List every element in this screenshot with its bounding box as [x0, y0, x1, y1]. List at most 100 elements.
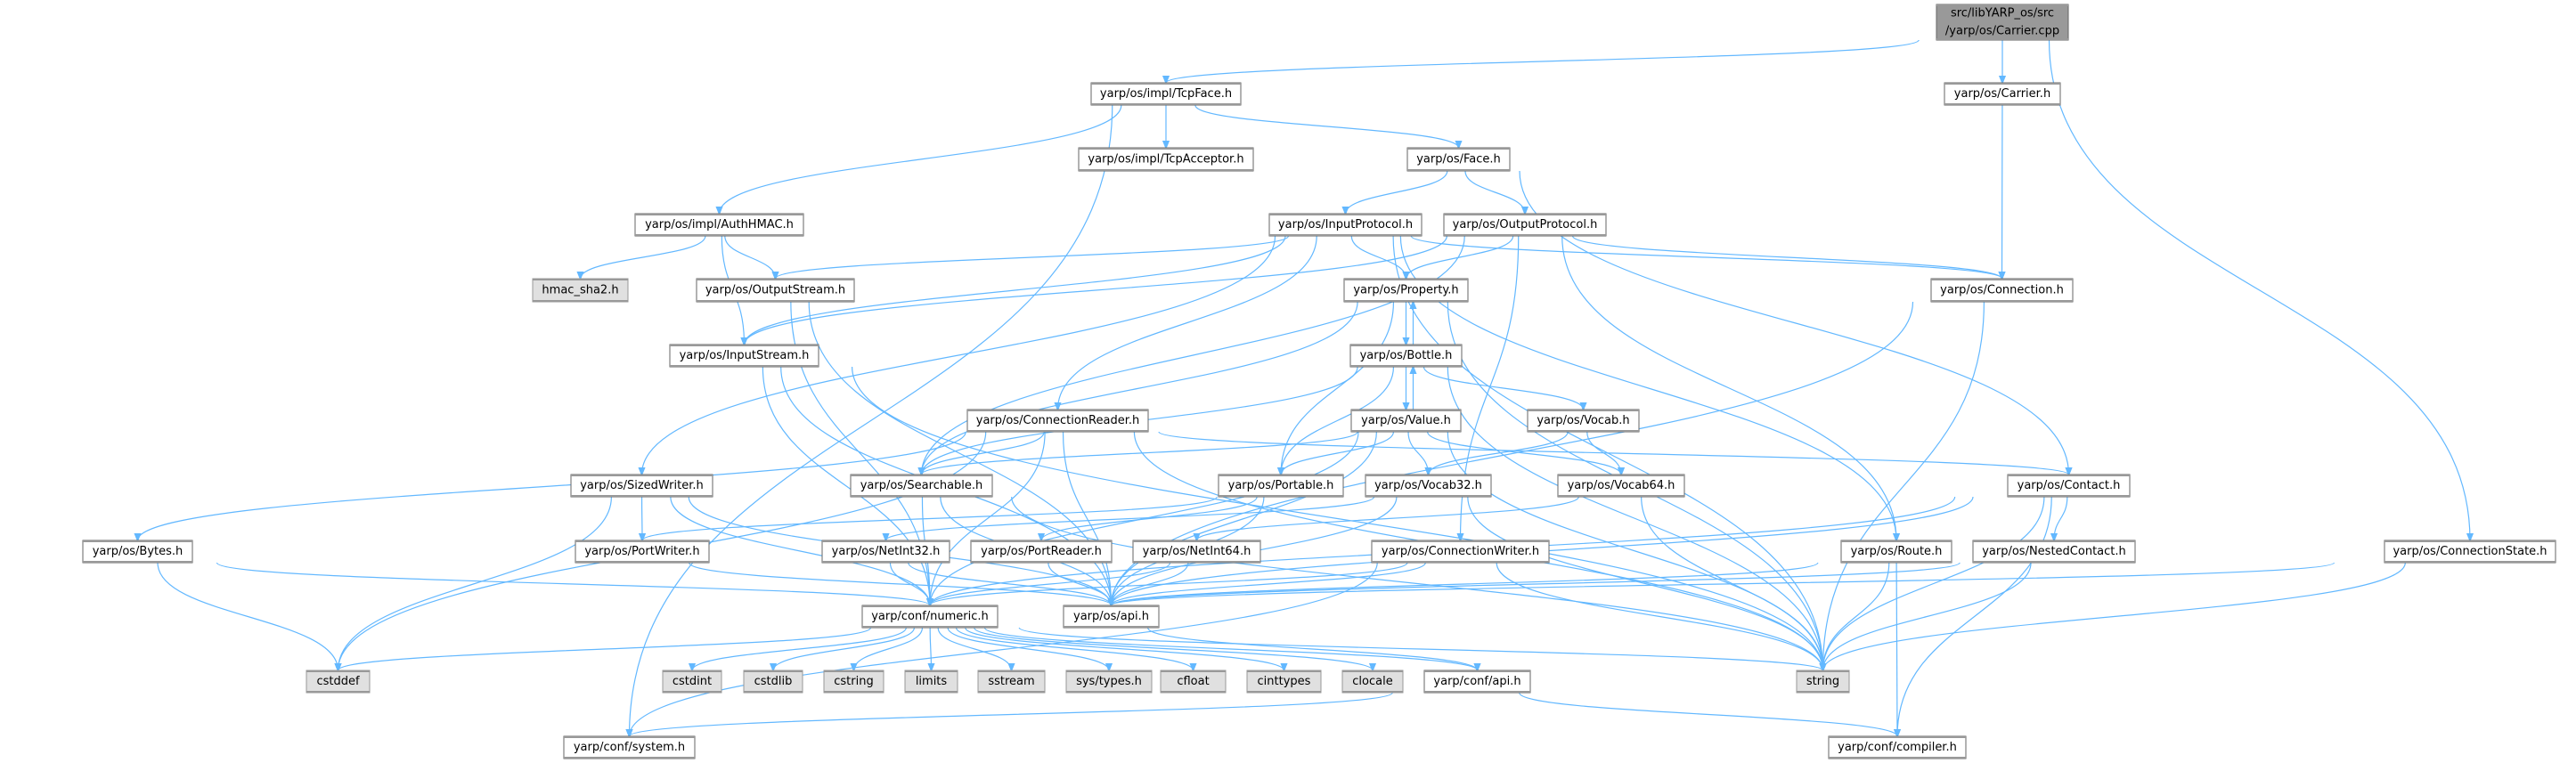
edge-vocab-to-vocab32 [1429, 431, 1569, 475]
node-label: cstdlib [754, 675, 793, 688]
edge-route-to-compiler [1896, 562, 1897, 736]
node-sizedwriter[interactable]: yarp/os/SizedWriter.h [570, 474, 713, 498]
node-cstdint[interactable]: cstdint [662, 670, 722, 694]
node-vocab[interactable]: yarp/os/Vocab.h [1527, 409, 1640, 433]
node-box [1350, 409, 1462, 433]
node-systypes[interactable]: sys/types.h [1065, 670, 1153, 694]
node-label: limits [916, 675, 948, 688]
node-portwriter[interactable]: yarp/os/PortWriter.h [575, 540, 710, 564]
node-portreader[interactable]: yarp/os/PortReader.h [970, 540, 1113, 564]
node-property[interactable]: yarp/os/Property.h [1343, 278, 1469, 303]
node-shadow [2008, 475, 2130, 497]
node-cstring[interactable]: cstring [823, 670, 884, 694]
node-hmac[interactable]: hmac_sha2.h [532, 278, 629, 303]
node-label: yarp/os/impl/TcpAcceptor.h [1088, 153, 1243, 166]
node-shadow [1351, 410, 1461, 432]
node-shadow [1133, 540, 1260, 563]
node-inputstream[interactable]: yarp/os/InputStream.h [669, 344, 819, 368]
edge-numeric-to-cstdlib [773, 627, 915, 670]
node-label: cfloat [1177, 675, 1209, 688]
node-shadow [1528, 410, 1639, 432]
node-shadow [851, 475, 992, 497]
node-authhmac[interactable]: yarp/os/impl/AuthHMAC.h [634, 213, 804, 237]
node-confapi[interactable]: yarp/conf/api.h [1423, 670, 1531, 694]
edge-connectionwriter-to-system [630, 562, 1378, 736]
edge-outputprotocol-to-inputstream [745, 235, 1447, 345]
node-carrierh[interactable]: yarp/os/Carrier.h [1944, 82, 2061, 106]
node-shadow [1558, 475, 1684, 497]
node-tcpacceptor[interactable]: yarp/os/impl/TcpAcceptor.h [1078, 147, 1254, 172]
node-vocab32[interactable]: yarp/os/Vocab32.h [1365, 474, 1492, 498]
node-root[interactable]: src/libYARP_os/src/yarp/os/Carrier.cpp [1936, 4, 2069, 41]
node-cstdlib[interactable]: cstdlib [743, 670, 803, 694]
edge-connectionstate-to-osapi [1112, 562, 2336, 605]
node-shadow [1091, 83, 1241, 105]
node-shadow [1247, 670, 1321, 693]
node-shadow [575, 540, 709, 563]
node-connectionwriter[interactable]: yarp/os/ConnectionWriter.h [1371, 540, 1550, 564]
node-outputprotocol[interactable]: yarp/os/OutputProtocol.h [1443, 213, 1607, 237]
node-nestedcontact[interactable]: yarp/os/NestedContact.h [1972, 540, 2136, 564]
node-shadow [971, 540, 1112, 563]
node-shadow [1066, 670, 1152, 693]
node-vocab64[interactable]: yarp/os/Vocab64.h [1557, 474, 1685, 498]
node-shadow [1424, 670, 1530, 693]
node-contact[interactable]: yarp/os/Contact.h [2007, 474, 2131, 498]
edge-contact-to-nestedcontact [2054, 496, 2068, 540]
edge-numeric-to-cstring [854, 627, 924, 670]
node-inputprotocol[interactable]: yarp/os/InputProtocol.h [1268, 213, 1423, 237]
node-connection[interactable]: yarp/os/Connection.h [1930, 278, 2074, 303]
node-route[interactable]: yarp/os/Route.h [1840, 540, 1952, 564]
node-shadow [1344, 279, 1468, 302]
edge-inputprotocol-to-outputstream [776, 235, 1290, 279]
node-netint64[interactable]: yarp/os/NetInt64.h [1132, 540, 1261, 564]
node-face[interactable]: yarp/os/Face.h [1406, 147, 1511, 172]
node-sstream[interactable]: sstream [977, 670, 1046, 694]
edge-numeric-to-systypes [947, 627, 1109, 670]
edge-connectionstate-to-string [1823, 562, 2406, 670]
node-tcpface[interactable]: yarp/os/impl/TcpFace.h [1090, 82, 1242, 106]
node-bottle[interactable]: yarp/os/Bottle.h [1349, 344, 1463, 368]
node-box [850, 474, 993, 498]
edge-face-to-inputprotocol [1346, 170, 1448, 214]
edge-connectionreader-to-bytes [138, 431, 966, 540]
node-shadow [1829, 736, 1966, 759]
edge-connection-to-string [1823, 301, 1985, 670]
edge-value-to-portable [1281, 431, 1395, 475]
node-label: yarp/os/NestedContact.h [1982, 545, 2126, 558]
node-connectionreader[interactable]: yarp/os/ConnectionReader.h [966, 409, 1149, 433]
edge-portable-to-portwriter [642, 496, 1218, 540]
edge-tcpface-to-face [1194, 104, 1459, 148]
node-value[interactable]: yarp/os/Value.h [1350, 409, 1462, 433]
node-shadow [744, 670, 803, 693]
edge-searchable-to-string [1011, 496, 1823, 670]
edge-nestedcontact-to-string [1823, 562, 2032, 670]
node-limits[interactable]: limits [904, 670, 958, 694]
node-cinttypes[interactable]: cinttypes [1246, 670, 1322, 694]
node-osapi[interactable]: yarp/os/api.h [1063, 605, 1160, 629]
node-shadow [1444, 214, 1606, 236]
node-clocale[interactable]: clocale [1341, 670, 1404, 694]
edge-face-to-outputprotocol [1464, 170, 1525, 214]
node-label: sstream [988, 675, 1034, 688]
node-portable[interactable]: yarp/os/Portable.h [1218, 474, 1344, 498]
edge-bottle-to-portable [1281, 366, 1395, 475]
node-connectionstate[interactable]: yarp/os/ConnectionState.h [2384, 540, 2556, 564]
node-label: cstring [834, 675, 873, 688]
node-netint32[interactable]: yarp/os/NetInt32.h [821, 540, 950, 564]
edge-inputprotocol-to-connectionreader [1058, 235, 1317, 410]
edge-confapi-to-compiler [1519, 692, 1897, 736]
node-cstddef[interactable]: cstddef [306, 670, 371, 694]
node-bytes[interactable]: yarp/os/Bytes.h [82, 540, 193, 564]
node-shadow [83, 540, 192, 563]
node-outputstream[interactable]: yarp/os/OutputStream.h [696, 278, 855, 303]
node-cfloat[interactable]: cfloat [1160, 670, 1227, 694]
node-string[interactable]: string [1796, 670, 1850, 694]
node-shadow [1342, 670, 1403, 693]
edge-confapi-to-system [630, 692, 1393, 736]
node-numeric[interactable]: yarp/conf/numeric.h [861, 605, 999, 629]
node-system[interactable]: yarp/conf/system.h [563, 735, 696, 759]
node-searchable[interactable]: yarp/os/Searchable.h [850, 474, 993, 498]
node-compiler[interactable]: yarp/conf/compiler.h [1828, 735, 1967, 759]
edge-outputprotocol-to-property [1406, 235, 1514, 279]
